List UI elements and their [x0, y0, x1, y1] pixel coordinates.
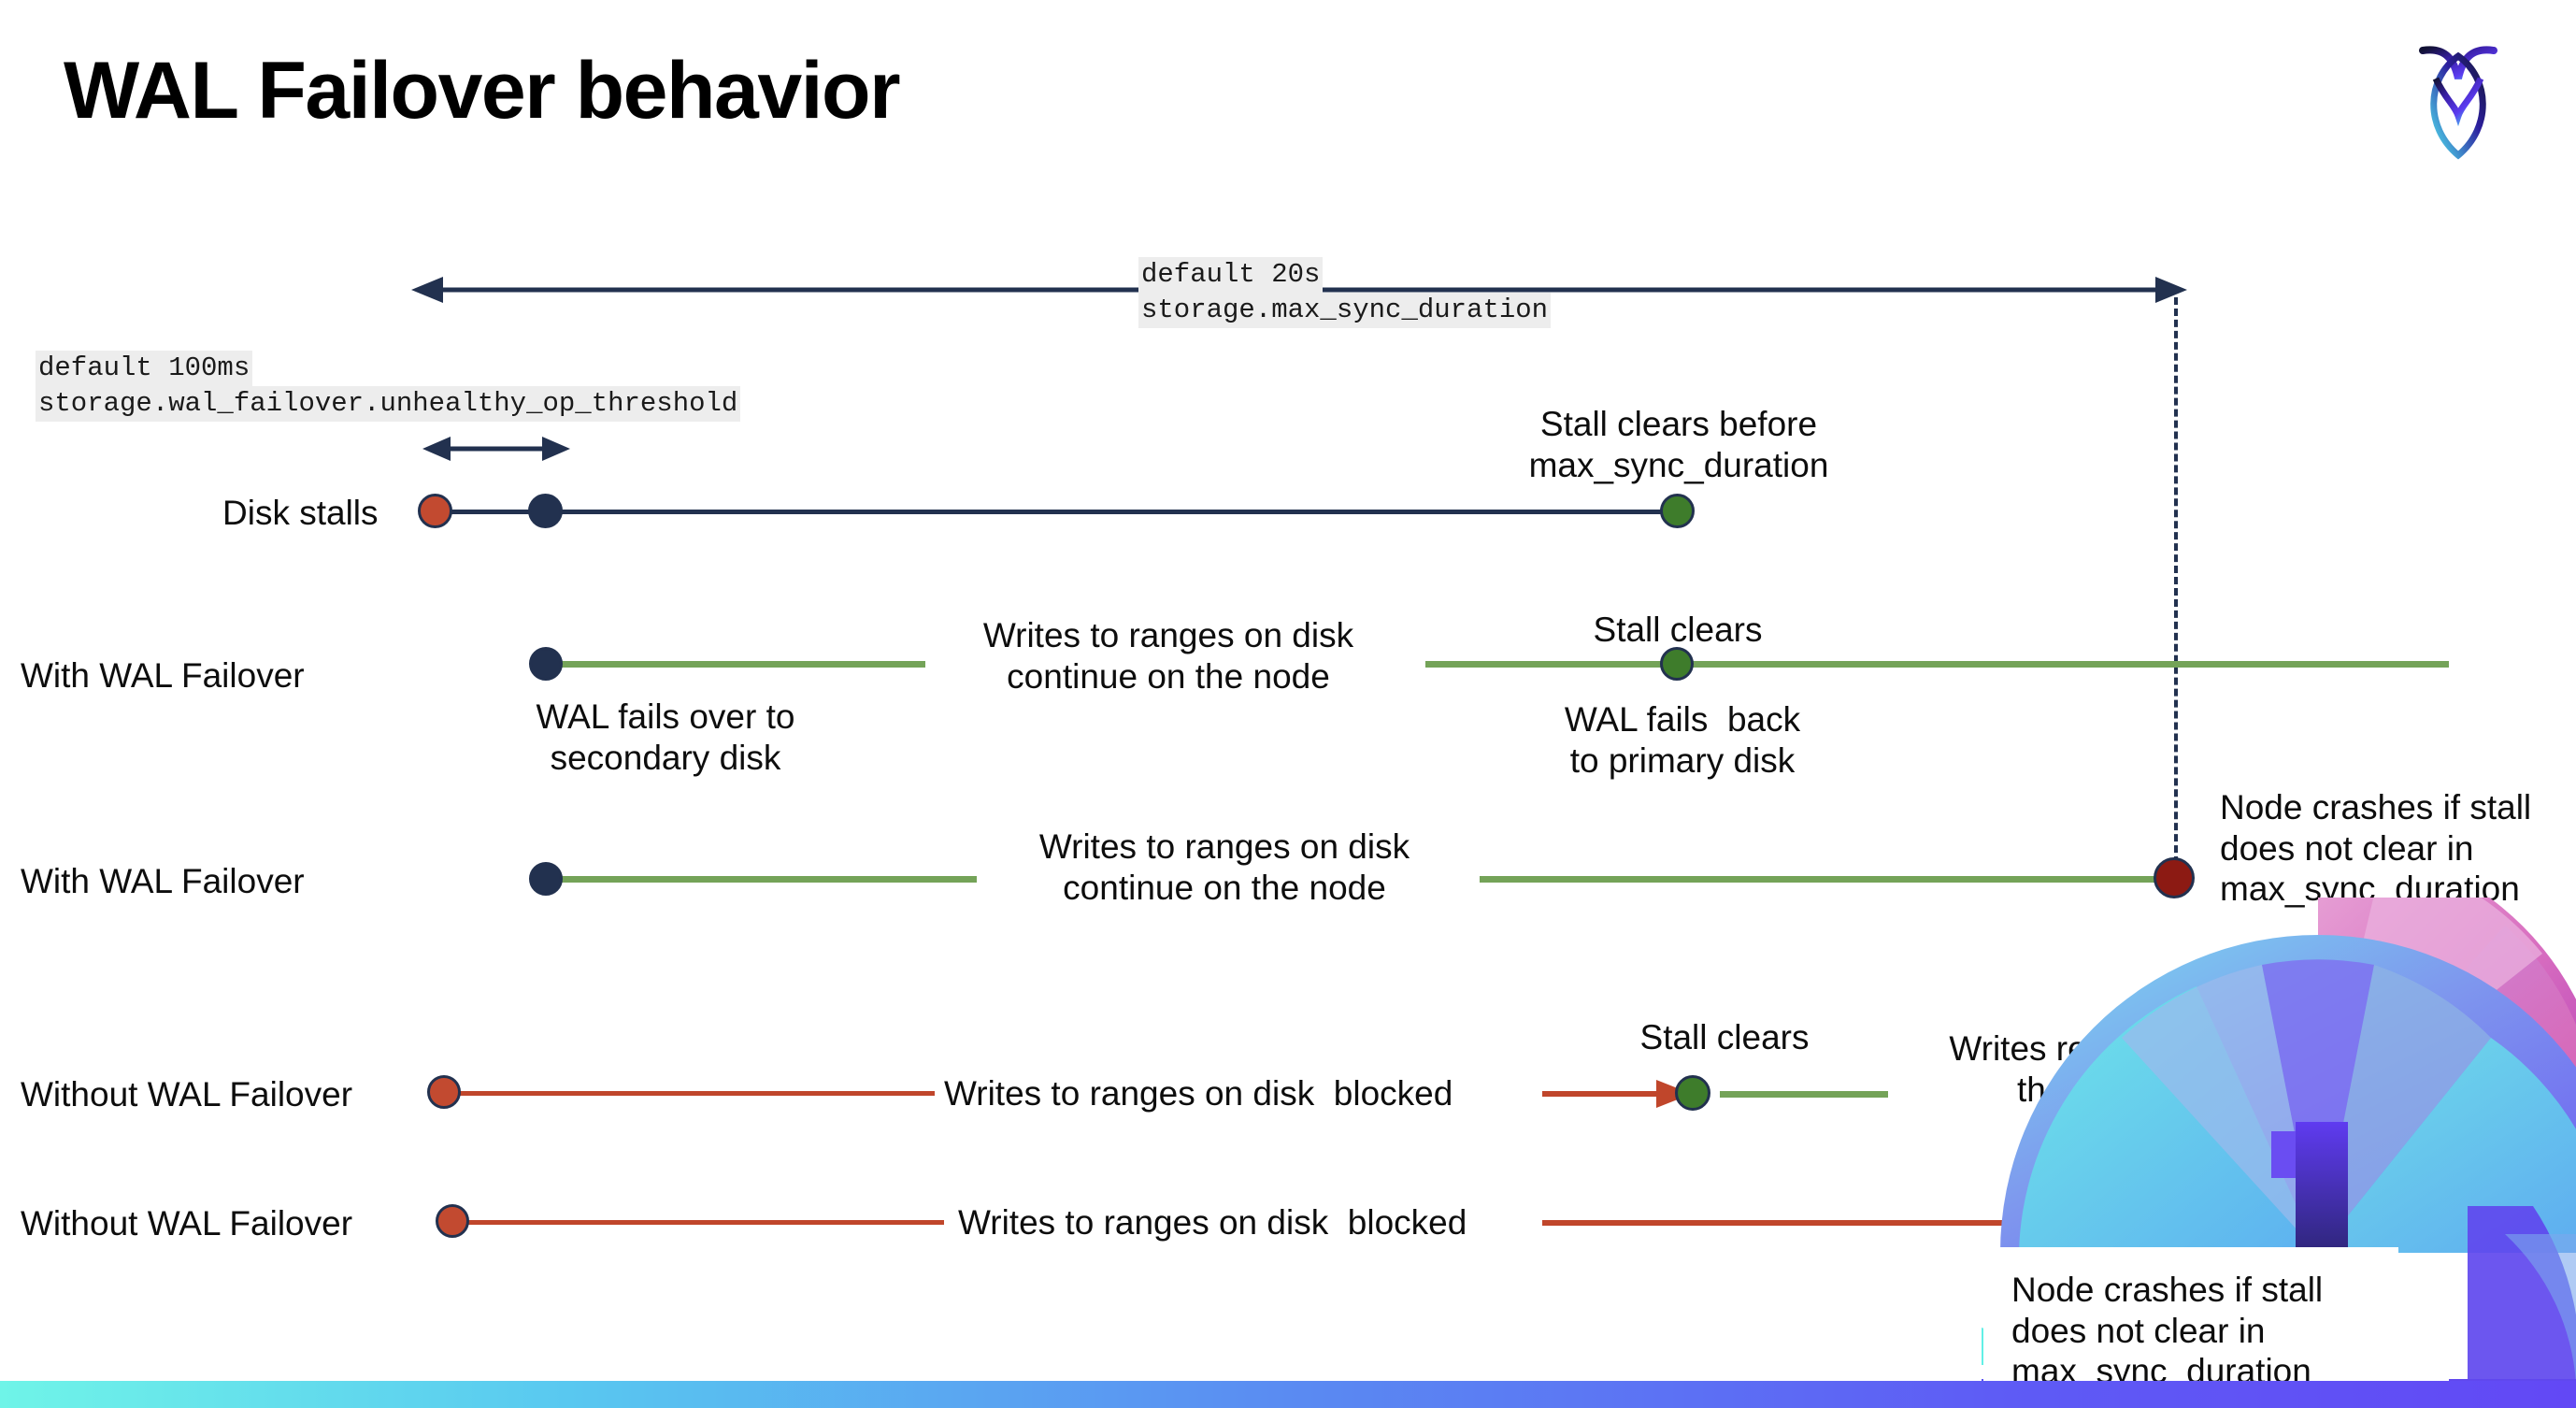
wal-failover-start-dot: [529, 647, 563, 681]
note-writes-continue-2: Writes to ranges on disk continue on the…: [1038, 827, 1410, 907]
unhealthy-op-default-label: default 100ms: [36, 351, 253, 386]
note-writes-blocked-2: Writes to ranges on disk blocked: [958, 1203, 1467, 1242]
note-writes-blocked-1: Writes to ranges on disk blocked: [944, 1074, 1453, 1113]
cockroach-labs-logo-icon: [2402, 30, 2514, 170]
note-node-crashes-2: Node crashes if stall does not clear in …: [2011, 1271, 2324, 1391]
without-wal-failover-1-stall-clear-dot: [1675, 1075, 1710, 1111]
max-sync-duration-annotation: default 20s storage.max_sync_duration: [1138, 257, 1552, 328]
unhealthy-op-threshold-annotation: default 100ms storage.wal_failover.unhea…: [36, 351, 741, 422]
max-sync-default-label: default 20s: [1138, 257, 1324, 293]
without-wal-failover-2-blocked-line-a: [458, 1220, 944, 1225]
page-title: WAL Failover behavior: [64, 46, 901, 136]
wal-failback-stall-clear-dot: [1660, 647, 1694, 681]
without-wal-failover-1-blocked-line: [449, 1091, 935, 1096]
note-stall-clears-before: Stall clears before max_sync_duration: [1528, 405, 1829, 484]
note-stall-clears-1: Stall clears: [1593, 611, 1763, 649]
row-label-disk-stalls: Disk stalls: [222, 494, 379, 532]
with-wal-failover-1-segment-b: [1425, 661, 2449, 668]
node-crash-dot-1: [2154, 857, 2195, 898]
disk-stall-failover-dot: [528, 494, 563, 528]
wal-failover-2-start-dot: [529, 862, 563, 896]
max-sync-setting-label: storage.max_sync_duration: [1138, 293, 1552, 328]
row-label-with-wal-failover-2: With WAL Failover: [21, 862, 305, 900]
row-label-without-wal-failover-1: Without WAL Failover: [21, 1075, 353, 1113]
note-wal-fails-back: WAL fails back to primary disk: [1564, 700, 1801, 780]
with-wal-failover-2-segment-a: [547, 876, 977, 883]
max-sync-deadline-dashed-line: [2174, 297, 2178, 875]
row-label-without-wal-failover-2: Without WAL Failover: [21, 1204, 353, 1243]
note-wal-fails-over: WAL fails over to secondary disk: [536, 697, 795, 777]
disk-stalls-timeline: [435, 510, 1678, 514]
unhealthy-op-setting-label: storage.wal_failover.unhealthy_op_thresh…: [36, 386, 741, 422]
note-writes-resume: Writes resume on the node: [1949, 1029, 2220, 1109]
without-wal-failover-1-start-dot: [427, 1075, 461, 1109]
note-node-crashes-1: Node crashes if stall does not clear in …: [2220, 788, 2532, 909]
bottom-gradient-bar: [0, 1381, 2576, 1408]
without-wal-failover-2-start-dot: [436, 1204, 469, 1238]
with-wal-failover-2-segment-b: [1480, 876, 2173, 883]
note-writes-continue-1: Writes to ranges on disk continue on the…: [982, 616, 1354, 696]
disk-stall-clear-dot: [1660, 494, 1695, 528]
with-wal-failover-1-segment-a: [547, 661, 925, 668]
disk-stall-start-dot: [418, 494, 452, 528]
row-label-with-wal-failover-1: With WAL Failover: [21, 656, 305, 695]
node-crash-dot-2: [2159, 1202, 2198, 1242]
without-wal-failover-1-resume-line-a: [1720, 1091, 1888, 1098]
note-stall-clears-2: Stall clears: [1639, 1018, 1810, 1056]
without-wal-failover-1-resume-line-b: [2285, 1091, 2449, 1098]
